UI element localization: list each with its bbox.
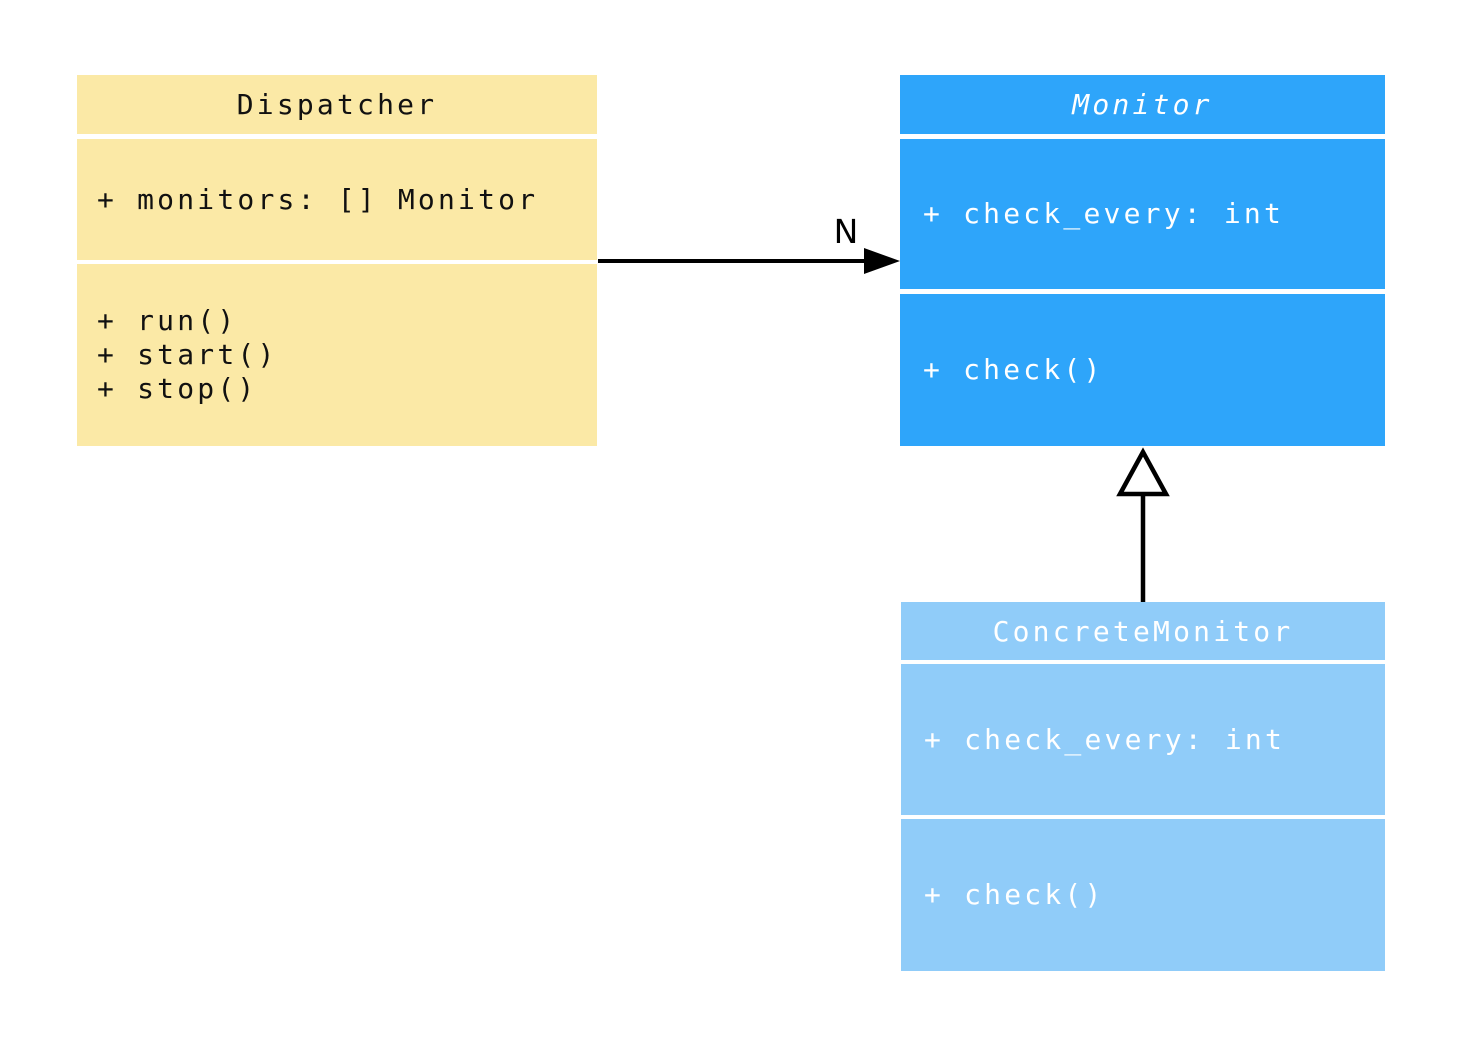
class-dispatcher: Dispatcher + monitors: [] Monitor + run(… bbox=[77, 75, 597, 446]
inheritance-triangle-icon bbox=[1116, 447, 1170, 497]
method-row: + run() bbox=[97, 304, 238, 337]
methods-compartment: + check() bbox=[901, 819, 1385, 971]
class-title: Monitor bbox=[900, 75, 1385, 134]
method-row: + start() bbox=[97, 338, 278, 371]
class-title: Dispatcher bbox=[77, 75, 597, 134]
inheritance-concretemonitor-monitor bbox=[1116, 447, 1170, 602]
attributes-compartment: + check_every: int bbox=[900, 139, 1385, 289]
attributes-compartment: + check_every: int bbox=[901, 664, 1385, 815]
class-title: ConcreteMonitor bbox=[901, 602, 1385, 660]
attribute-row: + check_every: int bbox=[923, 197, 1285, 230]
method-row: + check() bbox=[923, 353, 1104, 386]
attribute-row: + check_every: int bbox=[924, 722, 1286, 756]
association-dispatcher-monitor: N bbox=[598, 212, 900, 274]
class-concretemonitor: ConcreteMonitor + check_every: int + che… bbox=[901, 602, 1385, 971]
multiplicity-label: N bbox=[834, 212, 859, 251]
method-row: + check() bbox=[924, 878, 1105, 911]
methods-compartment: + check() bbox=[900, 294, 1385, 446]
attributes-compartment: + monitors: [] Monitor bbox=[77, 139, 597, 260]
attribute-row: + monitors: [] Monitor bbox=[97, 182, 539, 216]
method-row: + stop() bbox=[97, 372, 258, 405]
class-monitor: Monitor + check_every: int + check() bbox=[900, 75, 1385, 446]
association-arrowhead-icon bbox=[864, 248, 900, 274]
methods-compartment: + run() + start() + stop() bbox=[77, 264, 597, 446]
